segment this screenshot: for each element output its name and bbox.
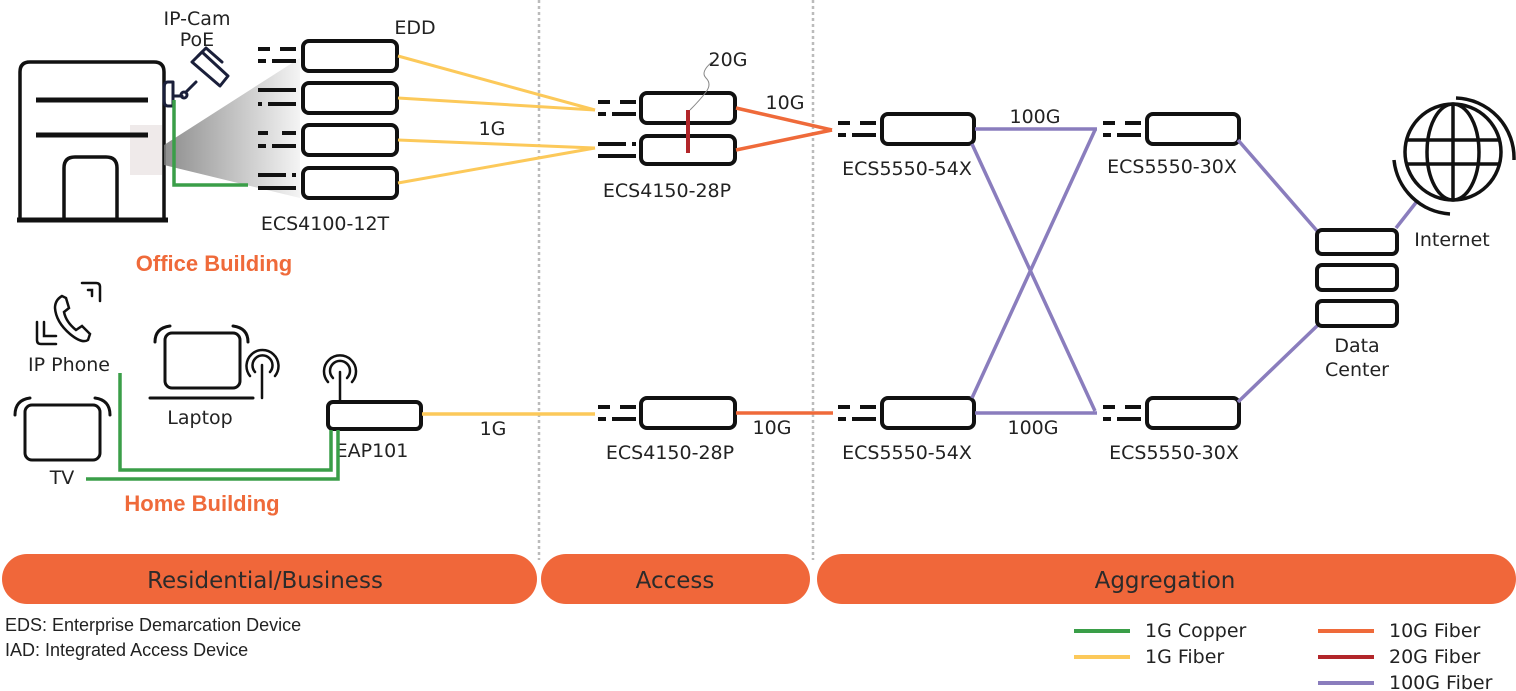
home-uplink-speed: 1G [480,418,507,440]
internet-globe-icon[interactable] [1392,96,1516,216]
wifi-icon [245,348,280,400]
laptop-label: Laptop [167,407,232,429]
ecs4100-label: ECS4100-12T [261,213,390,235]
band-aggregation-label: Aggregation [1095,568,1236,594]
aggregation-100g-links [970,127,1420,415]
agg-top-link-speed: 100G [1010,106,1061,128]
port-glyph [258,47,296,190]
stack-speed-label: 20G [709,49,748,71]
internet-label: Internet [1414,229,1489,251]
ecs5550-54x-bottom[interactable] [838,396,976,430]
ecs5550-54x-top[interactable] [838,112,976,146]
home-building-title: Home Building [124,491,279,516]
ecs5550-30x-top[interactable] [1103,112,1241,146]
access-top-label: ECS4150-28P [603,180,731,202]
ecs5550-30x-bottom[interactable] [1103,396,1241,430]
data-center-label-2: Center [1325,359,1389,381]
band-access-label: Access [636,568,715,594]
port-glyph [838,121,876,137]
wifi-icon [322,354,358,402]
port-glyph [1103,121,1141,137]
office-building-icon [17,60,168,223]
access-bottom-uplink-speed: 10G [753,417,792,439]
ip-phone-label: IP Phone [28,354,110,376]
legend-label-1g-copper: 1G Copper [1145,620,1247,642]
agg-switch-top-right[interactable] [1145,112,1241,146]
access-top-uplink-speed: 10G [766,92,805,114]
eap101-label: EAP101 [336,440,409,462]
agg-bottom-link-speed: 100G [1008,417,1059,439]
camera-copper-link [172,100,248,187]
camera-label-2: PoE [180,29,214,51]
legend-label-10g-fiber: 10G Fiber [1389,620,1481,642]
agg-bottom-left-label: ECS5550-54X [842,442,972,464]
office-1g-fiber-links [397,54,596,185]
edd-switch-2[interactable] [301,81,399,115]
edd-label: EDD [394,17,435,39]
edd-switch-1[interactable] [301,39,399,73]
band-access [541,554,810,604]
ecs4100-switch-stack[interactable] [258,39,399,200]
access-bottom-label: ECS4150-28P [606,442,734,464]
legend: 1G Copper 1G Fiber 10G Fiber 20G Fiber 1… [1074,620,1493,691]
port-glyph [1103,405,1141,421]
edd-switch-3[interactable] [301,123,399,157]
tv-icon[interactable] [13,396,112,462]
agg-top-right-label: ECS5550-30X [1107,156,1237,178]
data-center-label-1: Data [1334,335,1379,357]
tv-label: TV [49,467,75,489]
ip-phone-icon[interactable] [35,281,102,346]
agg-switch-bottom-right[interactable] [1145,396,1241,430]
note-iad: IAD: Integrated Access Device [5,640,248,660]
stack-callout [689,61,713,111]
agg-switch-bottom-left[interactable] [880,396,976,430]
legend-label-20g-fiber: 20G Fiber [1389,646,1481,668]
edd-switch-4[interactable] [301,166,399,200]
laptop-icon[interactable] [148,324,255,400]
camera-label-1: IP-Cam [164,8,231,30]
port-glyph [598,100,636,158]
access-top-10g-links [735,106,833,152]
legend-label-1g-fiber: 1G Fiber [1145,646,1224,668]
port-glyph [838,405,876,421]
band-residential [2,554,537,604]
band-aggregation [817,554,1516,604]
projection-cone [164,58,300,198]
ecs4150-bottom[interactable] [598,396,737,430]
ip-camera-icon [162,46,230,108]
agg-top-left-label: ECS5550-54X [842,158,972,180]
port-glyph [598,405,636,421]
agg-bottom-right-label: ECS5550-30X [1109,442,1239,464]
agg-switch-top-left[interactable] [880,112,976,146]
note-eds: EDS: Enterprise Demarcation Device [5,615,301,635]
ecs4150-top-stack[interactable] [598,61,737,166]
eap101-access-point[interactable] [322,354,423,431]
home-copper-links [86,373,340,481]
data-center-icon[interactable] [1315,228,1399,328]
office-building-title: Office Building [136,251,292,276]
office-uplink-speed: 1G [479,118,506,140]
legend-label-100g-fiber: 100G Fiber [1389,672,1493,691]
access-switch-bottom[interactable] [639,396,737,430]
band-residential-label: Residential/Business [147,568,383,594]
